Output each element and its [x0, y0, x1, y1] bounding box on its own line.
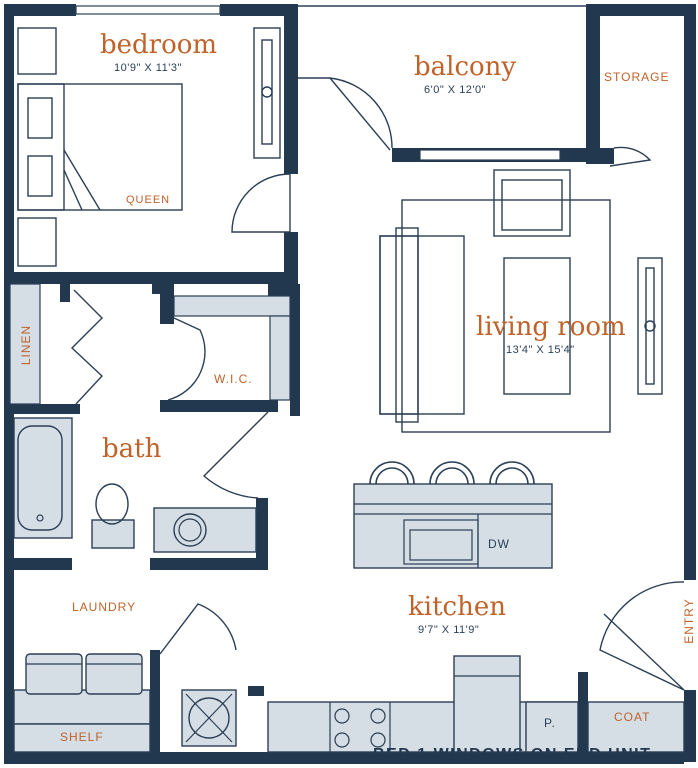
balcony-title: balcony [414, 52, 517, 82]
living-furniture [379, 169, 663, 433]
bath-fixtures [13, 417, 257, 553]
closet-shelves [9, 283, 291, 405]
pantry-label: P. [544, 716, 556, 730]
living-room-dims: 13'4" X 15'4" [506, 344, 575, 356]
wic-label: W.I.C. [214, 372, 253, 386]
coat-label: COAT [614, 710, 651, 724]
entry-label: ENTRY [682, 598, 696, 644]
kitchen-title: kitchen [408, 592, 506, 622]
dw-label: DW [488, 537, 510, 551]
living-room-title: living room [476, 312, 626, 342]
bath-title: bath [102, 434, 162, 464]
bedroom-dims: 10'9" X 11'3" [114, 62, 182, 74]
walls [4, 4, 696, 764]
door-swings [70, 77, 685, 691]
bedroom-title: bedroom [100, 30, 218, 60]
bedroom-furniture [17, 27, 281, 267]
kitchen-island [353, 461, 553, 569]
kitchen-counter [267, 655, 685, 753]
footer-note: BED 1 WINDOWS ON END UNIT [373, 746, 652, 763]
kitchen-dims: 9'7" X 11'9" [418, 624, 480, 636]
balcony-dims: 6'0" X 12'0" [424, 84, 487, 96]
shelf-label: SHELF [60, 730, 104, 744]
laundry-label: LAUNDRY [72, 600, 137, 614]
linen-label: LINEN [19, 324, 33, 366]
windows [75, 5, 561, 161]
queen-label: QUEEN [126, 194, 171, 206]
storage-label: STORAGE [604, 70, 670, 84]
laundry-fixtures [13, 653, 237, 753]
